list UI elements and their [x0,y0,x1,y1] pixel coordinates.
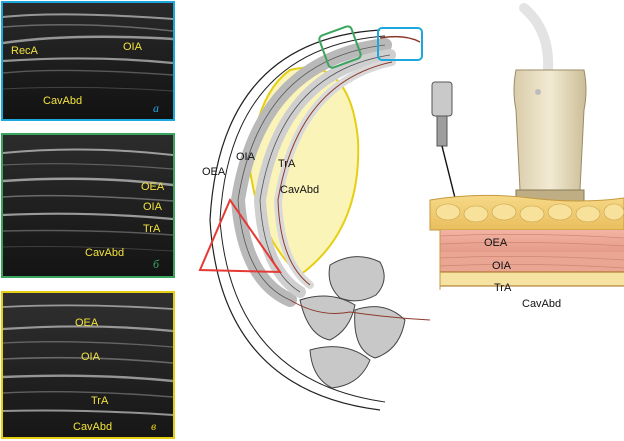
panel-letter-a: а [153,101,159,115]
syringe-hub [436,115,448,147]
syringe-body [431,81,453,117]
label-cavabd: CavAbd [85,247,125,259]
box-blue-marker [377,27,423,61]
tissue-label-oia: OIA [492,260,512,272]
internal-oblique-layer [440,252,624,272]
outer-contour-line [209,29,381,411]
probe-button-icon [535,89,541,95]
fat-lobules [435,203,624,223]
lower-nerve-line [289,299,430,321]
probe-cable [519,3,554,75]
tissue-label-oea: OEA [484,237,508,249]
probe-and-tissue-illustration: OEA OIA TrA CavAbd [429,3,624,310]
label-oea: OEA [141,181,165,193]
diagram-label-oia: OIA [236,151,256,163]
ultrasound-panel-c: OEA OIA TrA CavAbd в [1,291,175,439]
label-tra: TrA [143,223,161,235]
diagram-label-oea: OEA [202,166,226,178]
label-tra: TrA [91,395,109,407]
ultrasound-panel-b: OEA OIA TrA CavAbd б [1,133,175,278]
ultrasound-image-a [3,3,173,119]
red-triangle-marker [198,197,282,274]
box-green-marker [318,25,362,69]
label-oea: OEA [75,317,99,329]
tissue-label-tra: TrA [494,282,512,294]
ultrasound-probe [513,69,587,191]
diagram-label-tra: TrA [278,158,296,170]
tissue-label-cavabd: CavAbd [522,298,561,310]
label-oia: OIA [81,351,100,363]
label-oia: OIA [123,41,142,53]
external-oblique-outline [237,44,386,301]
nerve-line [277,61,393,286]
label-oia: OIA [143,201,162,213]
abdominal-wall-diagram: OEA OIA TrA CavAbd [198,25,430,411]
label-reca: RecA [11,45,38,57]
diagram-label-cavabd: CavAbd [280,184,319,196]
vertebra-shape [328,256,385,302]
inner-contour-line [219,35,386,403]
muscle-fibers [439,234,624,269]
label-cavabd: CavAbd [43,95,83,107]
psoas-muscle [299,295,356,341]
rectus-sheath-line [379,35,421,43]
ultrasound-image-c [3,293,173,437]
transversus-layer [440,272,624,286]
external-oblique-layer [440,230,624,252]
quadratus-muscle [309,346,371,389]
label-cavabd: CavAbd [73,421,113,433]
ultrasound-image-b [3,135,173,276]
paraspinal-muscle [354,306,406,359]
panel-letter-b: б [153,257,160,271]
panel-letter-c: в [151,419,157,433]
ultrasound-panel-a: RecA OIA CavAbd а [1,1,175,121]
